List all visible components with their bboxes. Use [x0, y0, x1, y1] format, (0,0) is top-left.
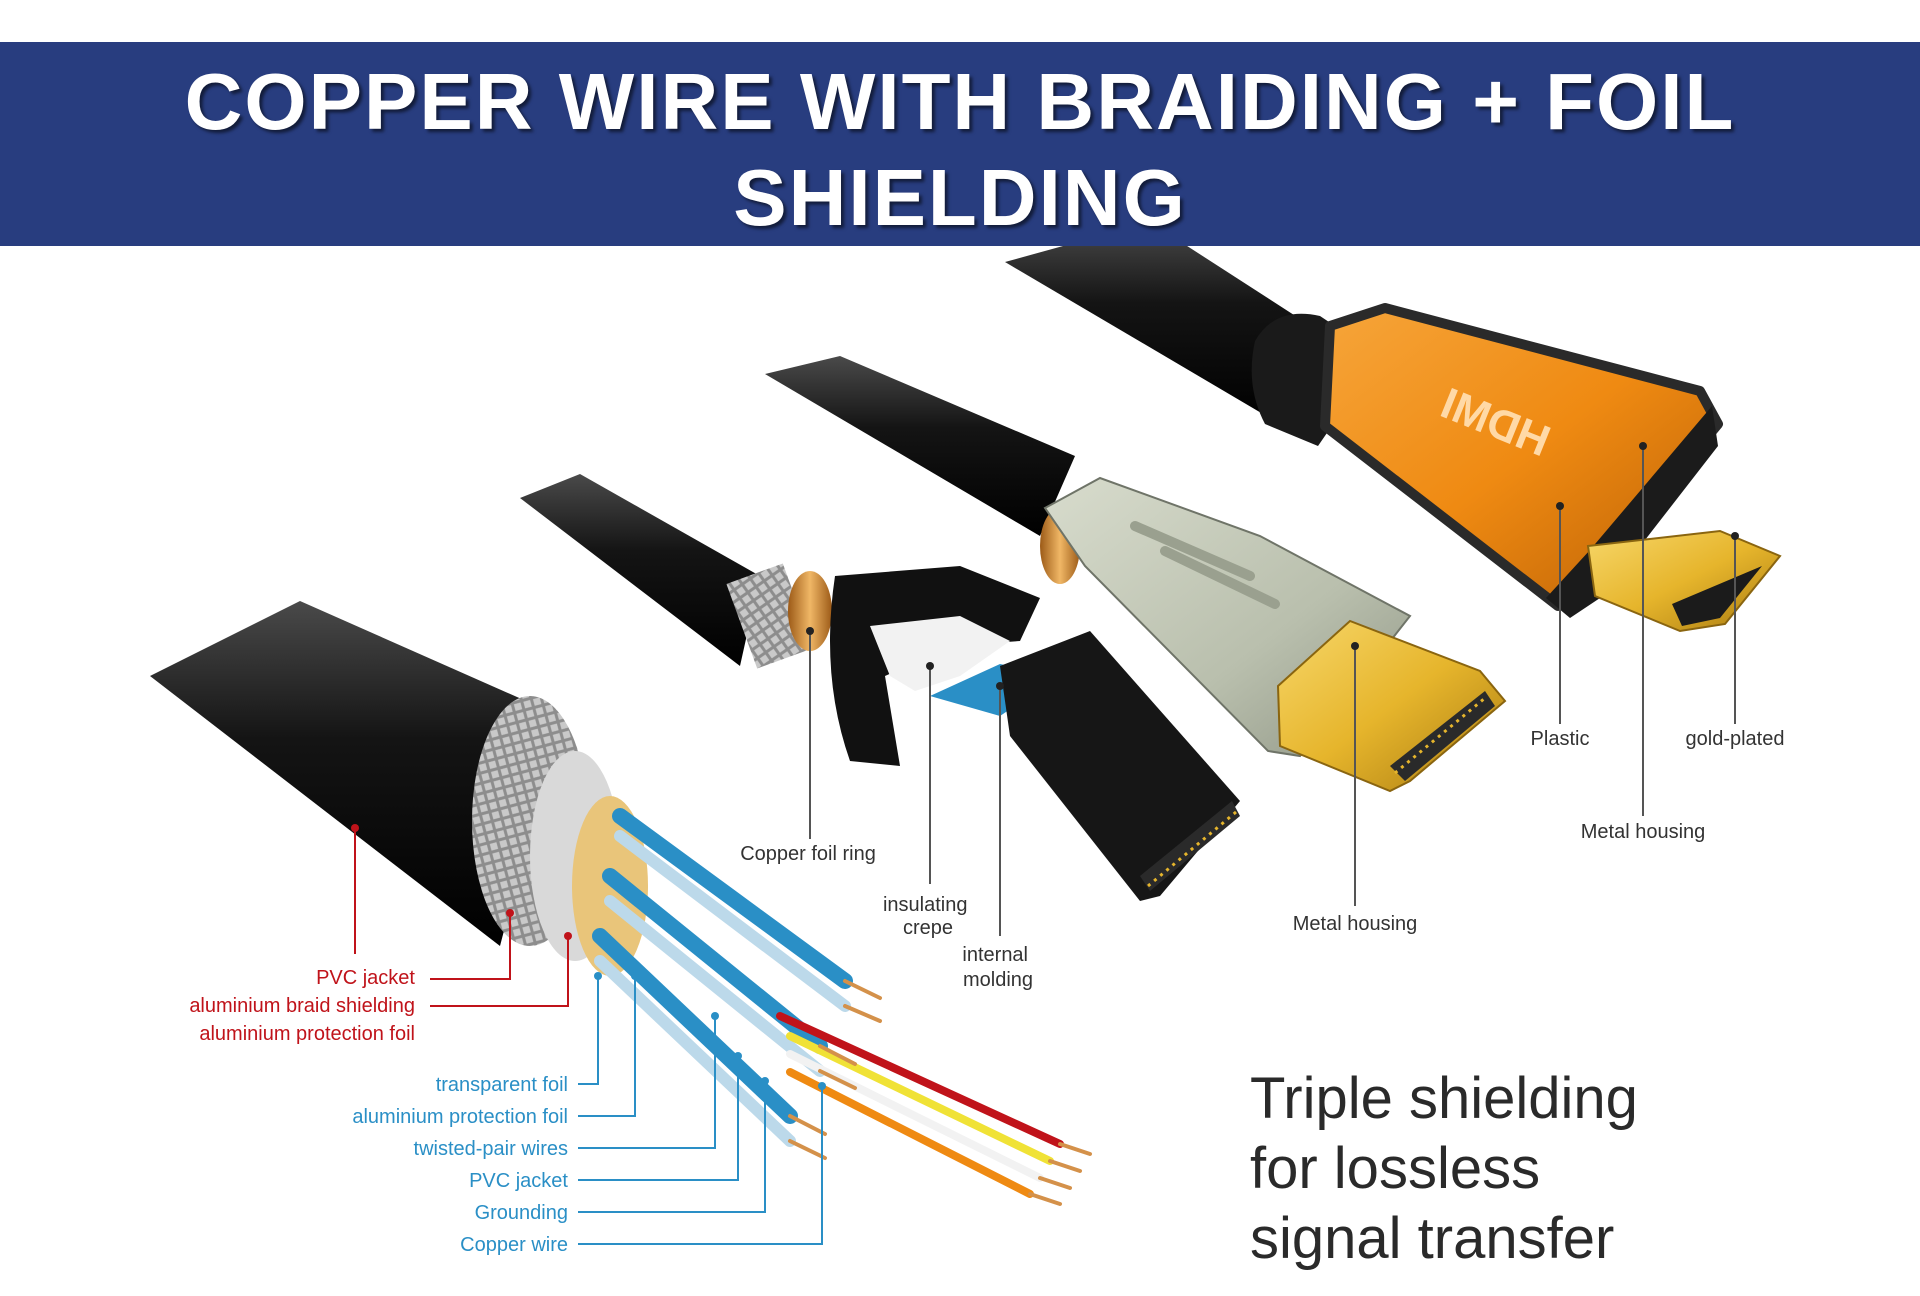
cable-third	[520, 474, 760, 666]
label-insulating-crepe: insulating crepe	[883, 894, 973, 939]
label-aluminium-protection-foil-inner: aluminium protection foil	[352, 1106, 568, 1128]
label-metal-housing-molded: Metal housing	[1293, 913, 1418, 935]
label-copper-foil-ring: Copper foil ring	[740, 843, 876, 865]
label-outer-pvc-jacket: PVC jacket	[316, 967, 415, 989]
gold-plug-grey	[1276, 619, 1507, 793]
plug-body	[1000, 631, 1240, 901]
title-bar: COPPER WIRE WITH BRAIDING + FOIL SHIELDI…	[0, 42, 1920, 246]
black-molding	[830, 566, 1040, 766]
label-inner-pvc-jacket: PVC jacket	[469, 1170, 568, 1192]
exploded-cable	[150, 601, 1092, 1206]
copper-foil-ring-shape	[788, 571, 832, 651]
leader-lines	[809, 446, 1736, 936]
gold-plug-orange	[1586, 529, 1782, 633]
orange-hdmi-connector: HDMI	[1005, 246, 1782, 633]
label-twisted-pair-wires: twisted-pair wires	[414, 1138, 568, 1160]
insulating-crepe-shape	[870, 616, 1010, 691]
page-title: COPPER WIRE WITH BRAIDING + FOIL SHIELDI…	[184, 57, 1736, 242]
cable-outer-jacket	[150, 601, 560, 946]
opened-hdmi-connector	[520, 474, 1240, 901]
label-aluminium-braid-shielding: aluminium braid shielding	[189, 995, 415, 1017]
plug-opening	[1672, 566, 1762, 626]
cable-second	[765, 356, 1075, 536]
label-transparent-foil: transparent foil	[436, 1074, 568, 1096]
label-copper-wire: Copper wire	[460, 1234, 568, 1256]
label-grounding: Grounding	[475, 1202, 568, 1224]
black-collar	[1546, 406, 1718, 618]
label-plastic: Plastic	[1531, 728, 1590, 750]
hdmi-cable-diagram: HDMI	[150, 246, 1785, 1271]
plug-contacts	[1140, 801, 1240, 891]
label-internal-molding: internal molding	[962, 944, 1033, 991]
molded-hdmi-connector	[765, 356, 1507, 793]
label-metal-housing-orange: Metal housing	[1581, 821, 1706, 843]
label-aluminium-protection-foil-outer: aluminium protection foil	[199, 1023, 415, 1045]
tagline: Triple shielding for lossless signal tra…	[1250, 1066, 1654, 1271]
label-gold-plated: gold-plated	[1686, 728, 1785, 750]
